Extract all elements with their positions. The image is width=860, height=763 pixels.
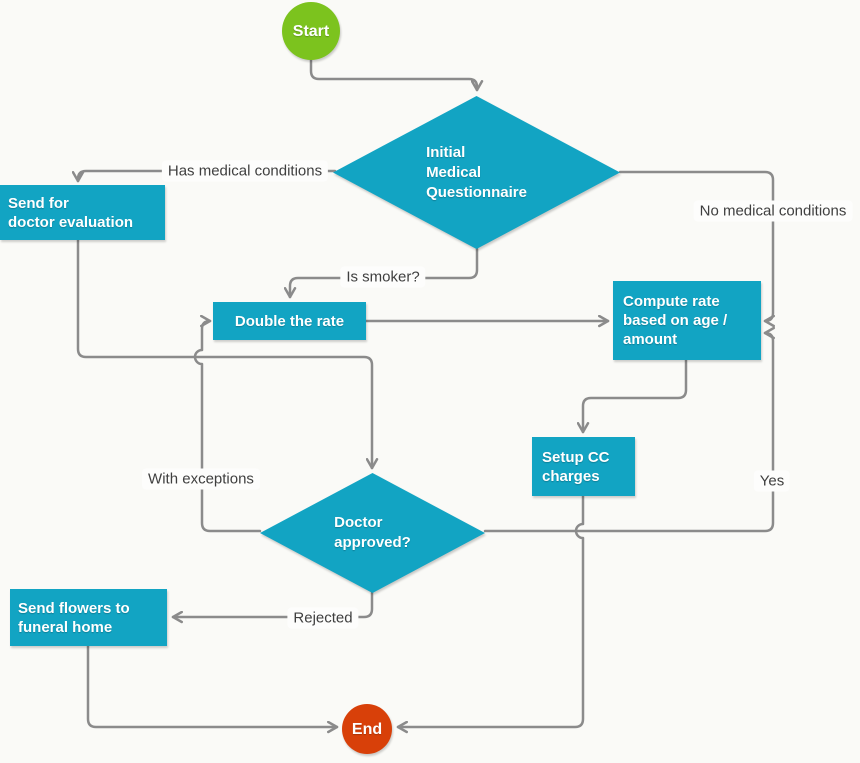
edge-doctor-approved-to-double-rate bbox=[193, 314, 262, 533]
node-double-the-rate[interactable]: Double the rate bbox=[213, 302, 366, 340]
node-end-label: End bbox=[351, 720, 383, 738]
node-compute-rate-label: Compute rate based on age / amount bbox=[623, 293, 728, 348]
edge-label-rejected: Rejected bbox=[287, 607, 359, 629]
edge-questionnaire-to-doctor-evaluation bbox=[71, 169, 337, 183]
edge-label-is-smoker: Is smoker? bbox=[340, 266, 426, 288]
node-start[interactable]: Start bbox=[282, 2, 340, 60]
edge-label-with-exceptions: With exceptions bbox=[142, 468, 260, 490]
node-doctor-approved[interactable]: Doctor approved? bbox=[260, 473, 485, 593]
node-double-the-rate-label: Double the rate bbox=[234, 312, 345, 330]
edge-label-no-medical-conditions: No medical conditions bbox=[693, 200, 853, 222]
node-send-for-doctor-evaluation-label: Send for doctor evaluation bbox=[8, 194, 134, 231]
node-start-label: Start bbox=[292, 22, 330, 40]
node-initial-medical-questionnaire[interactable]: Initial Medical Questionnaire bbox=[333, 96, 620, 249]
node-doctor-approved-label: Doctor approved? bbox=[334, 514, 411, 551]
edge-start-to-questionnaire bbox=[309, 57, 484, 92]
edge-compute-rate-to-setup-cc bbox=[576, 358, 688, 434]
node-setup-cc-charges-label: Setup CC charges bbox=[542, 448, 610, 485]
edge-doctor-approved-to-compute-rate bbox=[483, 326, 776, 533]
node-send-for-doctor-evaluation[interactable]: Send for doctor evaluation bbox=[0, 185, 165, 240]
edge-label-has-medical-conditions: Has medical conditions bbox=[161, 160, 329, 182]
node-send-flowers-label: Send flowers to funeral home bbox=[18, 599, 130, 636]
edge-setup-cc-to-end bbox=[396, 494, 585, 734]
node-setup-cc-charges[interactable]: Setup CC charges bbox=[532, 437, 635, 496]
edge-label-yes: Yes bbox=[753, 470, 791, 492]
node-compute-rate[interactable]: Compute rate based on age / amount bbox=[613, 281, 761, 360]
edge-doctor-evaluation-to-doctor-approved bbox=[76, 238, 379, 470]
edge-send-flowers-to-end bbox=[86, 644, 339, 734]
node-end[interactable]: End bbox=[342, 704, 392, 754]
edge-doctor-approved-to-send-flowers bbox=[171, 591, 374, 624]
edge-questionnaire-to-compute-rate bbox=[618, 170, 776, 328]
node-send-flowers[interactable]: Send flowers to funeral home bbox=[10, 589, 167, 646]
node-initial-medical-questionnaire-label: Initial Medical Questionnaire bbox=[426, 143, 527, 201]
